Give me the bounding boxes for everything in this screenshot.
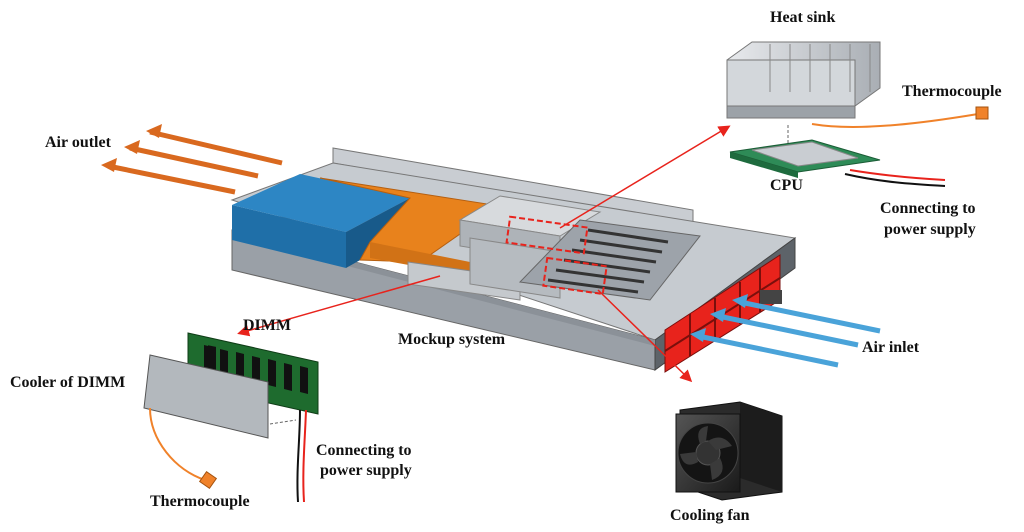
air-outlet-arrows: [101, 124, 283, 195]
thermocouple-wire-bottom: [149, 407, 206, 481]
air-inlet-arrows: [690, 294, 881, 368]
label-connecting-power-top-2: power supply: [884, 221, 976, 238]
label-connecting-power-top-1: Connecting to: [880, 200, 976, 217]
label-connecting-power-bottom-2: power supply: [320, 462, 412, 479]
dimm-module: [187, 332, 319, 415]
dimm-cooler-link: [269, 419, 297, 425]
cpu-power-wire-black: [844, 173, 946, 187]
label-connecting-power-bottom-1: Connecting to: [316, 442, 412, 459]
label-thermocouple-top: Thermocouple: [902, 83, 1002, 100]
label-air-outlet: Air outlet: [45, 134, 111, 151]
label-cooler-of-dimm: Cooler of DIMM: [10, 374, 126, 391]
thermocouple-wire-top: [811, 113, 979, 128]
dimm-power-wire-red: [302, 409, 307, 503]
label-dimm: DIMM: [243, 317, 291, 334]
thermocouple-connector-top: [975, 106, 989, 120]
heat-sink: [726, 41, 881, 119]
label-mockup-system: Mockup system: [398, 331, 506, 348]
dimm-slots: [505, 215, 701, 301]
dimm-cooler: [143, 354, 269, 439]
label-thermocouple-bottom: Thermocouple: [150, 493, 250, 510]
leader-lines: [237, 125, 731, 383]
cpu-chip: [729, 139, 881, 178]
chassis-heatsinks: [407, 195, 602, 301]
cooling-fan: [675, 401, 783, 501]
label-cpu: CPU: [770, 177, 803, 194]
dimm-power-wire-black: [296, 409, 301, 503]
label-cooling-fan: Cooling fan: [670, 507, 750, 524]
label-heat-sink: Heat sink: [770, 9, 836, 26]
label-air-inlet: Air inlet: [862, 339, 920, 356]
thermocouple-connector-bottom: [198, 470, 218, 490]
cpu-power-wire-red: [849, 169, 946, 181]
